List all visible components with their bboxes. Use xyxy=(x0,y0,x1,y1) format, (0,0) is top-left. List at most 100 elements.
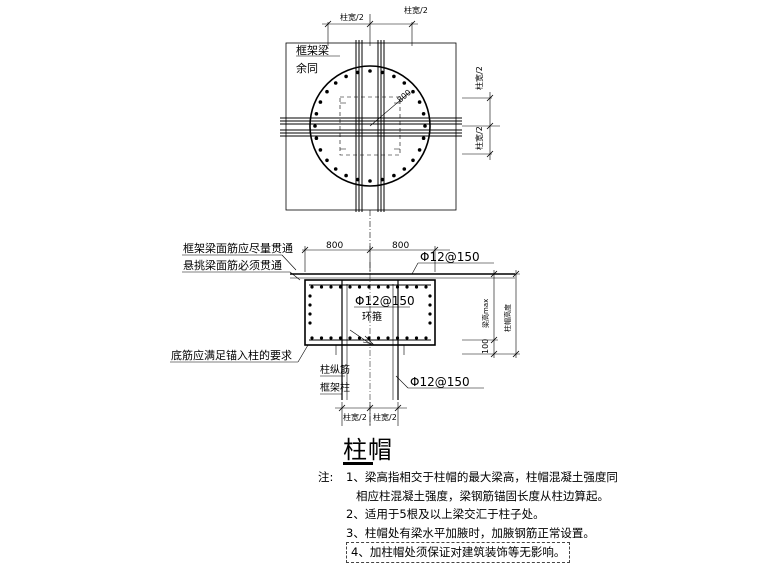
section-rebar-dot xyxy=(348,285,352,289)
section-rebar-dot xyxy=(376,336,381,340)
plan-rebar-dot xyxy=(313,124,317,128)
plan-rebar-dot xyxy=(421,136,426,140)
rebar-label-mid: Φ12@150 xyxy=(355,294,415,308)
section-rebar-dot xyxy=(428,321,432,325)
section-rebar-dot xyxy=(310,336,314,340)
plan-rebar-dot xyxy=(411,158,415,163)
section-rebar-dot xyxy=(319,336,324,340)
section-dim-bottom-left: 柱宽/2 xyxy=(343,412,367,422)
section-rebar-dot xyxy=(424,285,428,289)
section-rebar-dot xyxy=(428,303,432,307)
section-rebar-dot xyxy=(367,336,371,340)
section-rebar-dot xyxy=(395,285,400,289)
note-2-text: 2、适用于5根及以上梁交汇于柱子处。 xyxy=(346,507,545,521)
plan-rebar-dot xyxy=(325,89,329,94)
note-bottom-anchor: 底筋应满足锚入柱的要求 xyxy=(171,348,292,362)
plan-rebar-dot xyxy=(314,112,319,116)
plan-rebar-dot xyxy=(417,100,422,104)
plan-vertical-beam-bars xyxy=(355,40,385,212)
plan-rebar-dot xyxy=(333,81,338,85)
plan-rebar-dot xyxy=(402,81,407,85)
plan-rebar-dot xyxy=(380,177,385,182)
section-rebar-dot xyxy=(338,336,343,340)
section-rebar-dot xyxy=(428,312,432,316)
column-long-bar-label: 柱纵筋 xyxy=(320,363,350,376)
plan-column-outline xyxy=(339,96,401,156)
plan-rebar-dot xyxy=(318,148,323,152)
note-cantilever-top-bars: 悬挑梁面筋必须贯通 xyxy=(183,258,282,272)
section-rebar-dot xyxy=(348,336,352,340)
section-rebar-dot xyxy=(310,285,314,289)
cap-height-label: 柱帽高度 xyxy=(503,304,512,332)
plan-rebar-dot xyxy=(318,100,323,104)
beam-height-max-label: 梁高max xyxy=(481,299,490,328)
section-rebar-dot xyxy=(319,285,324,289)
rebar-label-bottom: Φ12@150 xyxy=(410,375,470,389)
plan-rebar-dot xyxy=(368,69,372,73)
section-rebar-dot xyxy=(405,336,409,340)
section-rebar-dot xyxy=(308,312,312,316)
notes-block: 注: 1、梁高指相交于柱帽的最大梁高，柱帽混凝土强度同 相应柱混凝土强度，梁钢筋锚… xyxy=(318,468,618,563)
plan-rebar-dot xyxy=(356,177,360,182)
section-dim-800-right: 800 xyxy=(392,241,409,251)
section-rebar-dots xyxy=(308,285,432,340)
section-rebar-dot xyxy=(386,336,390,340)
section-rebar-dot xyxy=(338,285,343,289)
note-4-text: 4、加柱帽处须保证对建筑装饰等无影响。 xyxy=(346,542,571,563)
section-rebar-dot xyxy=(405,285,409,289)
section-rebar-dot xyxy=(414,336,419,340)
plan-rebar-dot xyxy=(344,74,348,79)
section-rebar-dot xyxy=(424,336,428,340)
plan-rebar-dot xyxy=(333,167,338,171)
note-1-text: 1、梁高指相交于柱帽的最大梁高，柱帽混凝土强度同 xyxy=(346,470,618,484)
note-3: 3、柱帽处有梁水平加腋时，加腋钢筋正常设置。 xyxy=(318,524,618,543)
rebar-label-top: Φ12@150 xyxy=(420,250,480,264)
section-rebar-dot xyxy=(357,285,362,289)
section-view xyxy=(170,246,520,426)
plan-rebar-dot xyxy=(368,179,372,183)
plan-rebar-dot xyxy=(423,124,427,128)
drawing-title: 柱帽 xyxy=(343,436,393,464)
section-dim-800-left: 800 xyxy=(326,241,343,251)
plan-circle-column xyxy=(309,65,431,187)
note-frame-top-bars: 框架梁面筋应尽量贯通 xyxy=(183,241,293,255)
plan-rebar-dot xyxy=(411,89,415,94)
note-3-text: 3、柱帽处有梁水平加腋时，加腋钢筋正常设置。 xyxy=(346,525,595,540)
plan-rebar-dot xyxy=(325,158,329,163)
plan-rebar-dots xyxy=(313,69,427,183)
plan-diagonal-800: 800 xyxy=(396,88,413,105)
section-rebar-dot xyxy=(395,336,400,340)
plan-rebar-dot xyxy=(392,74,396,79)
title-underline xyxy=(343,462,373,465)
notes-prefix: 注: xyxy=(318,470,334,484)
plan-rebar-dot xyxy=(421,112,426,116)
section-rebar-dot xyxy=(367,285,371,289)
plan-horizontal-beam-bars xyxy=(280,117,462,137)
section-rebar-dot xyxy=(414,285,419,289)
section-rebar-dot xyxy=(308,321,312,325)
plan-rebar-dot xyxy=(402,167,407,171)
plan-view xyxy=(280,14,500,252)
section-rebar-dot xyxy=(308,294,312,298)
frame-column-label: 框架柱 xyxy=(320,381,350,394)
plan-rebar-dot xyxy=(314,136,319,140)
ring-stirrup-label: 环箍 xyxy=(362,310,382,323)
plan-rebar-dot xyxy=(392,173,396,178)
plan-rebar-dot xyxy=(417,148,422,152)
dim-100-label: 100 xyxy=(481,339,490,354)
same-as-label: 余同 xyxy=(296,61,318,75)
section-rebar-dot xyxy=(428,294,432,298)
note-1b: 相应柱混凝土强度，梁钢筋锚固长度从柱边算起。 xyxy=(318,487,618,506)
section-rebar-dot xyxy=(329,285,333,289)
plan-cap-outline xyxy=(285,42,457,211)
section-rebar-dot xyxy=(329,336,333,340)
frame-beam-label: 框架梁 xyxy=(296,43,329,57)
section-dim-bottom-right: 柱宽/2 xyxy=(373,412,397,422)
plan-rebar-dot xyxy=(356,70,360,75)
plan-dim-right-lower: 柱宽/2 xyxy=(474,126,484,150)
note-2: 2、适用于5根及以上梁交汇于柱子处。 xyxy=(318,505,618,524)
plan-rebar-dot xyxy=(344,173,348,178)
section-rebar-dot xyxy=(308,303,312,307)
plan-dim-right-upper: 柱宽/2 xyxy=(474,66,484,90)
